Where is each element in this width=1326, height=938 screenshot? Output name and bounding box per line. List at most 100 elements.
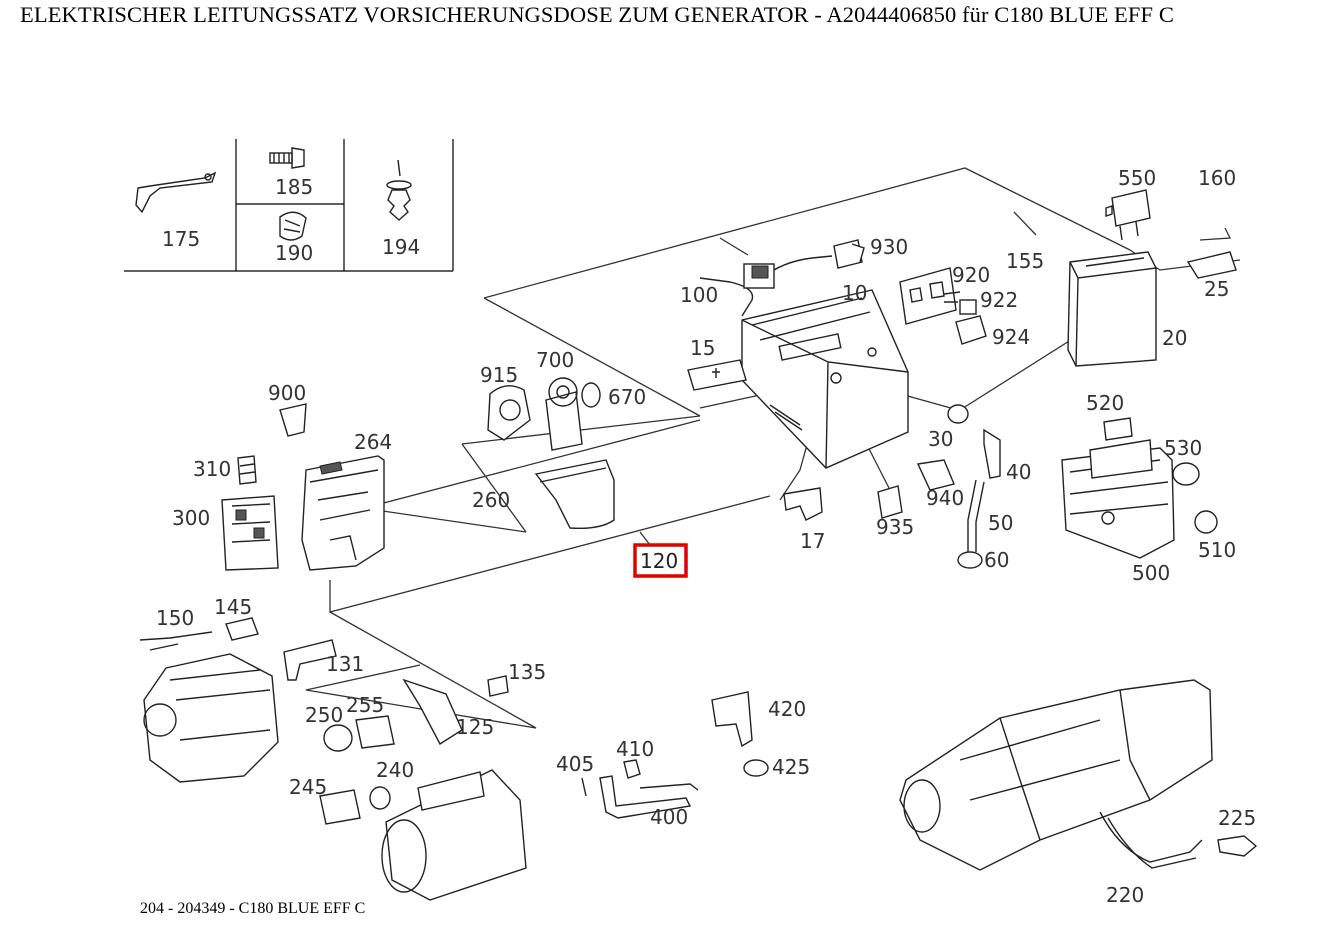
part-label-20: 20 xyxy=(1162,326,1187,350)
relay-924 xyxy=(955,315,987,345)
part-label-264: 264 xyxy=(354,430,392,454)
part-label-670: 670 xyxy=(608,385,646,409)
module-915 xyxy=(487,385,531,441)
part-label-250: 250 xyxy=(305,703,343,727)
relay-550 xyxy=(1105,189,1151,241)
part-label-240: 240 xyxy=(376,758,414,782)
part-label-15: 15 xyxy=(690,336,715,360)
part-label-131: 131 xyxy=(326,652,364,676)
grommet-60 xyxy=(957,551,983,569)
part-label-10: 10 xyxy=(842,281,867,305)
bracket-145 xyxy=(225,617,259,641)
part-label-40: 40 xyxy=(1006,460,1031,484)
fuse-box-264 xyxy=(301,455,385,571)
part-label-405: 405 xyxy=(556,752,594,776)
cover-520 xyxy=(1103,417,1133,441)
footer-model-code: 204 - 204349 - C180 BLUE EFF C xyxy=(140,900,366,917)
tag-900 xyxy=(279,403,307,437)
part-label-520: 520 xyxy=(1086,391,1124,415)
part-label-500: 500 xyxy=(1132,561,1170,585)
part-label-940: 940 xyxy=(926,486,964,510)
part-label-185: 185 xyxy=(275,175,313,199)
part-label-194: 194 xyxy=(382,235,420,259)
part-label-125: 125 xyxy=(456,715,494,739)
part-label-915: 915 xyxy=(480,363,518,387)
nut-250 xyxy=(323,724,353,752)
part-label-410: 410 xyxy=(616,737,654,761)
cable-150 xyxy=(139,631,213,651)
part-label-160: 160 xyxy=(1198,166,1236,190)
part-label-530: 530 xyxy=(1164,436,1202,460)
part-label-50: 50 xyxy=(988,511,1013,535)
sleeve-255 xyxy=(355,715,395,749)
page-title: ELEKTRISCHER LEITUNGSSATZ VORSICHERUNGSD… xyxy=(20,2,1174,27)
bracket-400 xyxy=(599,775,699,819)
part-label-425: 425 xyxy=(772,755,810,779)
nut-30 xyxy=(947,404,969,424)
part-label-30: 30 xyxy=(928,427,953,451)
tag-935 xyxy=(877,485,903,519)
screw-410 xyxy=(623,759,641,779)
part-labels: 550 160 155 25 930 920 922 924 20 100 10… xyxy=(156,166,1256,907)
part-label-100: 100 xyxy=(680,283,718,307)
grommet-670 xyxy=(581,382,601,408)
part-label-60: 60 xyxy=(984,548,1009,572)
part-label-924: 924 xyxy=(992,325,1030,349)
part-label-260: 260 xyxy=(472,488,510,512)
pad-15 xyxy=(687,359,747,391)
part-label-190: 190 xyxy=(275,241,313,265)
part-label-17: 17 xyxy=(800,529,825,553)
part-label-900: 900 xyxy=(268,381,306,405)
part-label-135: 135 xyxy=(508,660,546,684)
hose-50 xyxy=(967,479,977,552)
housing-260 xyxy=(534,459,615,530)
bracket-420 xyxy=(711,691,753,748)
battery-cable xyxy=(699,255,833,317)
part-label-155: 155 xyxy=(1006,249,1044,273)
fuse-carrier-500 xyxy=(1061,439,1175,559)
part-label-255: 255 xyxy=(346,693,384,717)
part-label-310: 310 xyxy=(193,457,231,481)
bracket-131 xyxy=(283,639,337,681)
part-label-145: 145 xyxy=(214,595,252,619)
part-label-300: 300 xyxy=(172,506,210,530)
part-label-220: 220 xyxy=(1106,883,1144,907)
bracket-125 xyxy=(402,678,463,745)
cable-220 xyxy=(1099,811,1203,863)
highlight-box-120[interactable] xyxy=(633,543,688,578)
battery xyxy=(741,289,909,469)
part-label-25: 25 xyxy=(1204,277,1229,301)
part-label-120[interactable]: 120 xyxy=(640,549,678,573)
part-label-922: 922 xyxy=(980,288,1018,312)
connector-310 xyxy=(237,455,257,485)
relay-922 xyxy=(959,299,977,315)
part-label-550: 550 xyxy=(1118,166,1156,190)
part-label-930: 930 xyxy=(870,235,908,259)
part-label-935: 935 xyxy=(876,515,914,539)
starter xyxy=(381,769,527,901)
part-label-420: 420 xyxy=(768,697,806,721)
part-label-175: 175 xyxy=(162,227,200,251)
part-label-510: 510 xyxy=(1198,538,1236,562)
boot-40 xyxy=(983,428,1001,479)
generator xyxy=(143,653,279,783)
clip-135 xyxy=(487,675,509,697)
part-label-400: 400 xyxy=(650,805,688,829)
battery-box-20 xyxy=(1067,251,1157,367)
cap-530 xyxy=(1172,462,1200,486)
nut-510 xyxy=(1194,510,1218,534)
part-label-150: 150 xyxy=(156,606,194,630)
connector-25 xyxy=(1186,251,1237,279)
ring-240 xyxy=(369,786,391,810)
part-label-700: 700 xyxy=(536,348,574,372)
screw-225 xyxy=(1217,835,1258,857)
transmission xyxy=(899,679,1213,871)
part-label-245: 245 xyxy=(289,775,327,799)
clip-405 xyxy=(581,777,587,797)
part-label-225: 225 xyxy=(1218,806,1256,830)
inset-table: 175 185 190 194 xyxy=(124,139,454,272)
module-700 xyxy=(545,377,583,451)
part-label-920: 920 xyxy=(952,263,990,287)
module-300 xyxy=(221,495,279,571)
